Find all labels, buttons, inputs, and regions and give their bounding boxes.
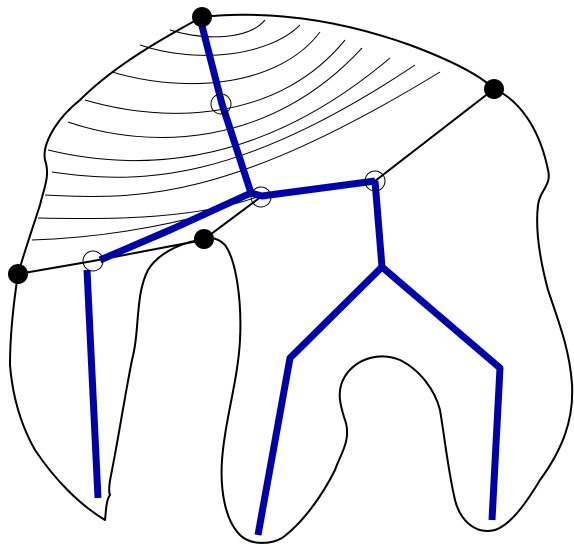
skeleton-branch-left-leg: [87, 270, 98, 498]
base-line: [18, 89, 494, 274]
endpoint-marker: [192, 7, 212, 27]
skeleton-branch-center-down: [375, 181, 382, 267]
contour-line: [32, 212, 215, 240]
contour-line: [68, 48, 362, 137]
contour-line: [140, 25, 300, 55]
endpoint-marker: [8, 264, 28, 284]
endpoint-marker: [194, 229, 214, 249]
skeleton-branch-top: [201, 22, 251, 193]
contour-line: [170, 20, 265, 37]
contour-line: [48, 58, 390, 161]
skeleton-branch-center: [251, 181, 375, 196]
skeleton: [87, 22, 500, 535]
endpoint-marker: [484, 79, 504, 99]
skeleton-branch-right-leg: [382, 267, 500, 520]
